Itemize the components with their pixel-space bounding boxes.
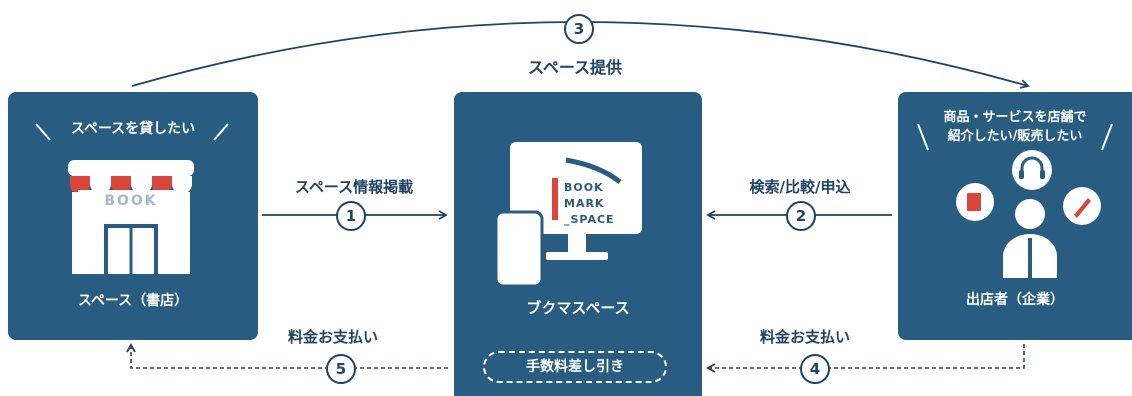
step-2-badge: 2 [786,201,816,231]
bukuma-space-caption: ブクマスペース [526,299,630,317]
flow-label-2: 検索/比較/申込 [749,178,851,196]
exhibitor-bubble-line-1: 商品・サービスを店舗で [943,110,1087,125]
flow-label-1: スペース情報掲載 [294,178,414,196]
logo-line-2: MARK [564,197,605,210]
logo-line-3: _SPACE [564,213,615,226]
bubble-slash-right [213,123,229,141]
bubble-slash-right-right-panel [1101,123,1113,151]
exhibitor-caption: 出店者（企業） [966,292,1064,308]
flow-label-3: スペース提供 [527,58,623,77]
space-owner-bubble-text: スペースを貸したい [70,121,196,137]
flow-label-4: 料金お支払い [759,328,850,346]
computer-icon [510,142,642,260]
step-3-badge: 3 [564,14,594,44]
exhibitor-bubble-line-2: 紹介したい/販売したい [947,129,1083,144]
step-4-badge: 4 [800,354,830,384]
bookstore-sign-text: BOOK [104,193,158,209]
fee-deduction-badge: 手数料差し引き [483,351,667,383]
flow-label-5: 料金お支払い [287,328,378,346]
space-owner-caption: スペース（書店） [77,293,189,309]
exhibitor-icon [956,150,1101,278]
flow-arrow-4 [706,344,1025,373]
bookmark-logo: BOOK MARK _SPACE [564,180,615,228]
step-5-badge: 5 [326,354,356,384]
bubble-slash-left [35,123,51,141]
bubble-slash-left-right-panel [917,123,929,151]
flow-arrow-5 [126,343,448,369]
smartphone-icon [494,210,544,288]
bookstore-icon [68,160,194,274]
logo-line-1: BOOK [564,181,604,194]
step-1-badge: 1 [336,201,366,231]
